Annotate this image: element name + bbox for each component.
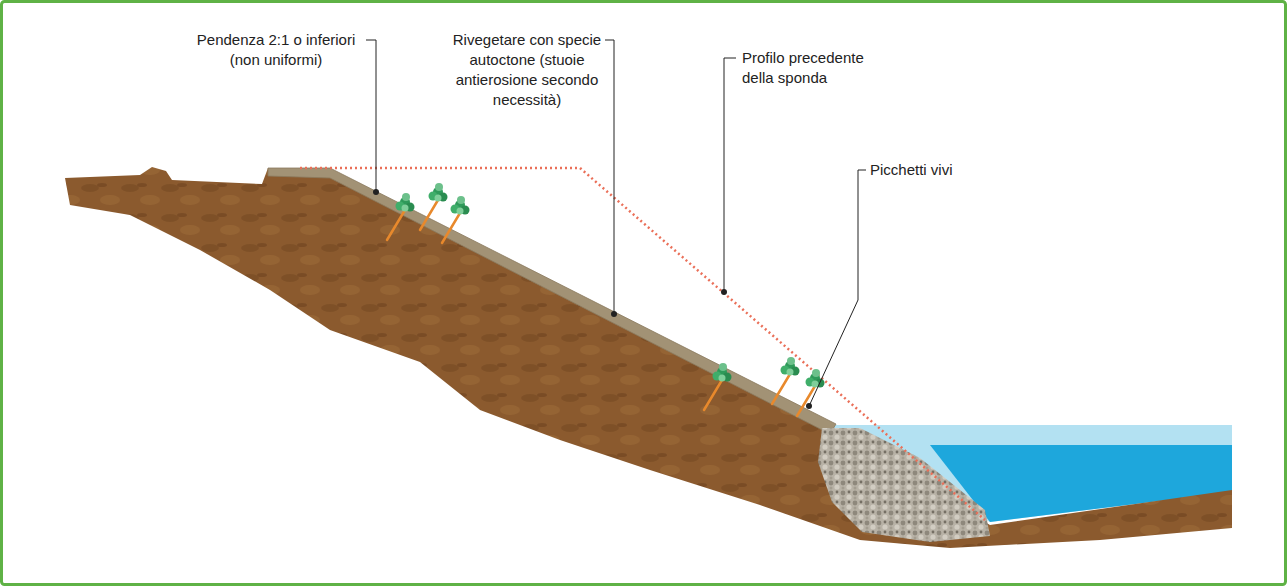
stake (797, 386, 815, 416)
foliage (435, 195, 442, 202)
foliage (457, 208, 464, 215)
leader-line (724, 58, 736, 290)
foliage (812, 381, 819, 388)
callout-label: Profilo precedente della sponda (742, 48, 882, 88)
leader-dot (806, 403, 812, 409)
leader-dots (373, 189, 812, 409)
leader-dot (611, 311, 617, 317)
callout-label: Picchetti vivi (870, 160, 953, 180)
leader-dot (373, 189, 379, 195)
live-stake (772, 357, 800, 404)
leader-line (810, 170, 866, 404)
live-stake (704, 363, 732, 410)
live-stake (797, 369, 825, 416)
earth-bank (65, 167, 1232, 548)
leader-line (366, 40, 376, 191)
plants (387, 183, 825, 416)
stake (420, 200, 438, 230)
foliage (719, 363, 727, 371)
foliage (457, 196, 465, 204)
foliage (787, 369, 794, 376)
callout-label: Pendenza 2:1 o inferiori (non uniformi) (190, 30, 362, 70)
leader-lines (366, 40, 866, 404)
live-stake (420, 183, 448, 230)
foliage (787, 357, 795, 365)
foliage (719, 375, 726, 382)
live-stake (442, 196, 470, 243)
stake (442, 213, 460, 243)
riprap (818, 428, 990, 542)
foliage (812, 369, 820, 377)
foliage (402, 193, 410, 201)
foliage (402, 205, 409, 212)
previous-profile (300, 168, 985, 520)
stake (387, 210, 405, 240)
leader-line (605, 40, 614, 312)
live-stake (387, 193, 415, 240)
callout-label: Rivegetare con specie autoctone (stuoie … (452, 30, 602, 110)
erosion-mat (268, 168, 836, 434)
stake (772, 374, 790, 404)
leader-dot (721, 289, 727, 295)
stake (704, 380, 722, 410)
foliage (435, 183, 443, 191)
